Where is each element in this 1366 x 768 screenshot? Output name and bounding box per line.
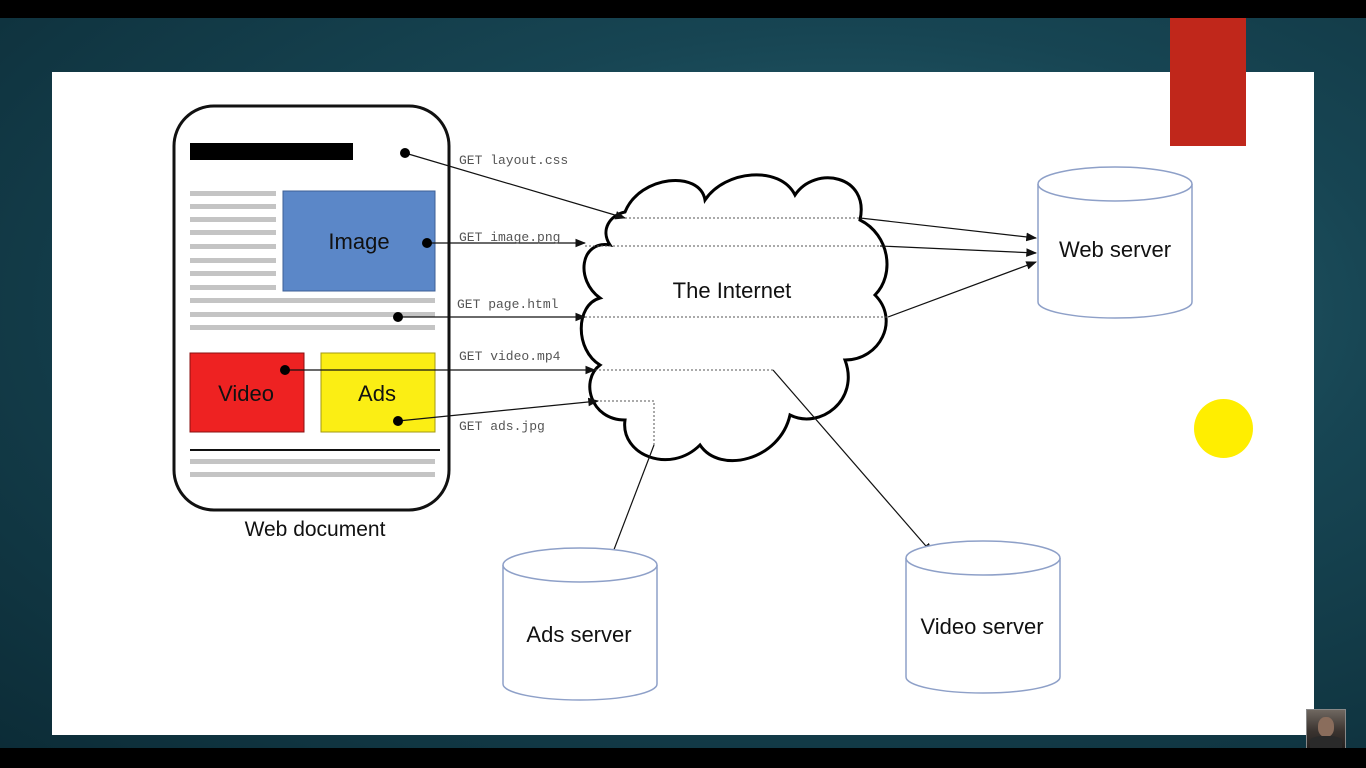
transit-lines [585, 217, 888, 445]
letterbox-bottom [0, 748, 1366, 768]
text-lines-full [190, 298, 435, 477]
presenter-webcam-thumbnail [1306, 709, 1346, 749]
document-caption: Web document [245, 518, 386, 541]
server-arrows [609, 217, 1038, 562]
document-title-bar [190, 143, 353, 160]
laser-pointer-dot [1194, 399, 1253, 458]
ads-server: Ads server [502, 547, 658, 701]
presenter-face [1318, 717, 1334, 737]
ads-server-label: Ads server [526, 622, 631, 647]
request-label-image-png: GET image.png [459, 230, 560, 245]
ads-label: Ads [358, 381, 396, 406]
cloud-label: The Internet [673, 278, 792, 303]
video-server: Video server [905, 540, 1061, 694]
request-label-ads-jpg: GET ads.jpg [459, 419, 545, 434]
image-block [282, 190, 436, 292]
request-label-layout-css: GET layout.css [459, 153, 568, 168]
presenter-shoulders [1310, 736, 1342, 748]
request-arrows [285, 152, 627, 422]
request-dots [280, 148, 432, 426]
accent-bar [1170, 18, 1246, 146]
text-lines-left [190, 191, 276, 290]
request-label-page-html: GET page.html [457, 297, 559, 312]
web-server-label: Web server [1059, 237, 1171, 262]
letterbox-top [0, 0, 1366, 18]
video-server-label: Video server [920, 614, 1043, 639]
image-label: Image [328, 229, 389, 254]
arrow-layout-css [404, 152, 627, 220]
web-document: Image Video Ads Web document [172, 104, 451, 541]
arrow-ads-jpg [397, 397, 600, 422]
web-server: Web server [1037, 166, 1193, 319]
video-label: Video [218, 381, 274, 406]
request-label-video-mp4: GET video.mp4 [459, 349, 561, 364]
